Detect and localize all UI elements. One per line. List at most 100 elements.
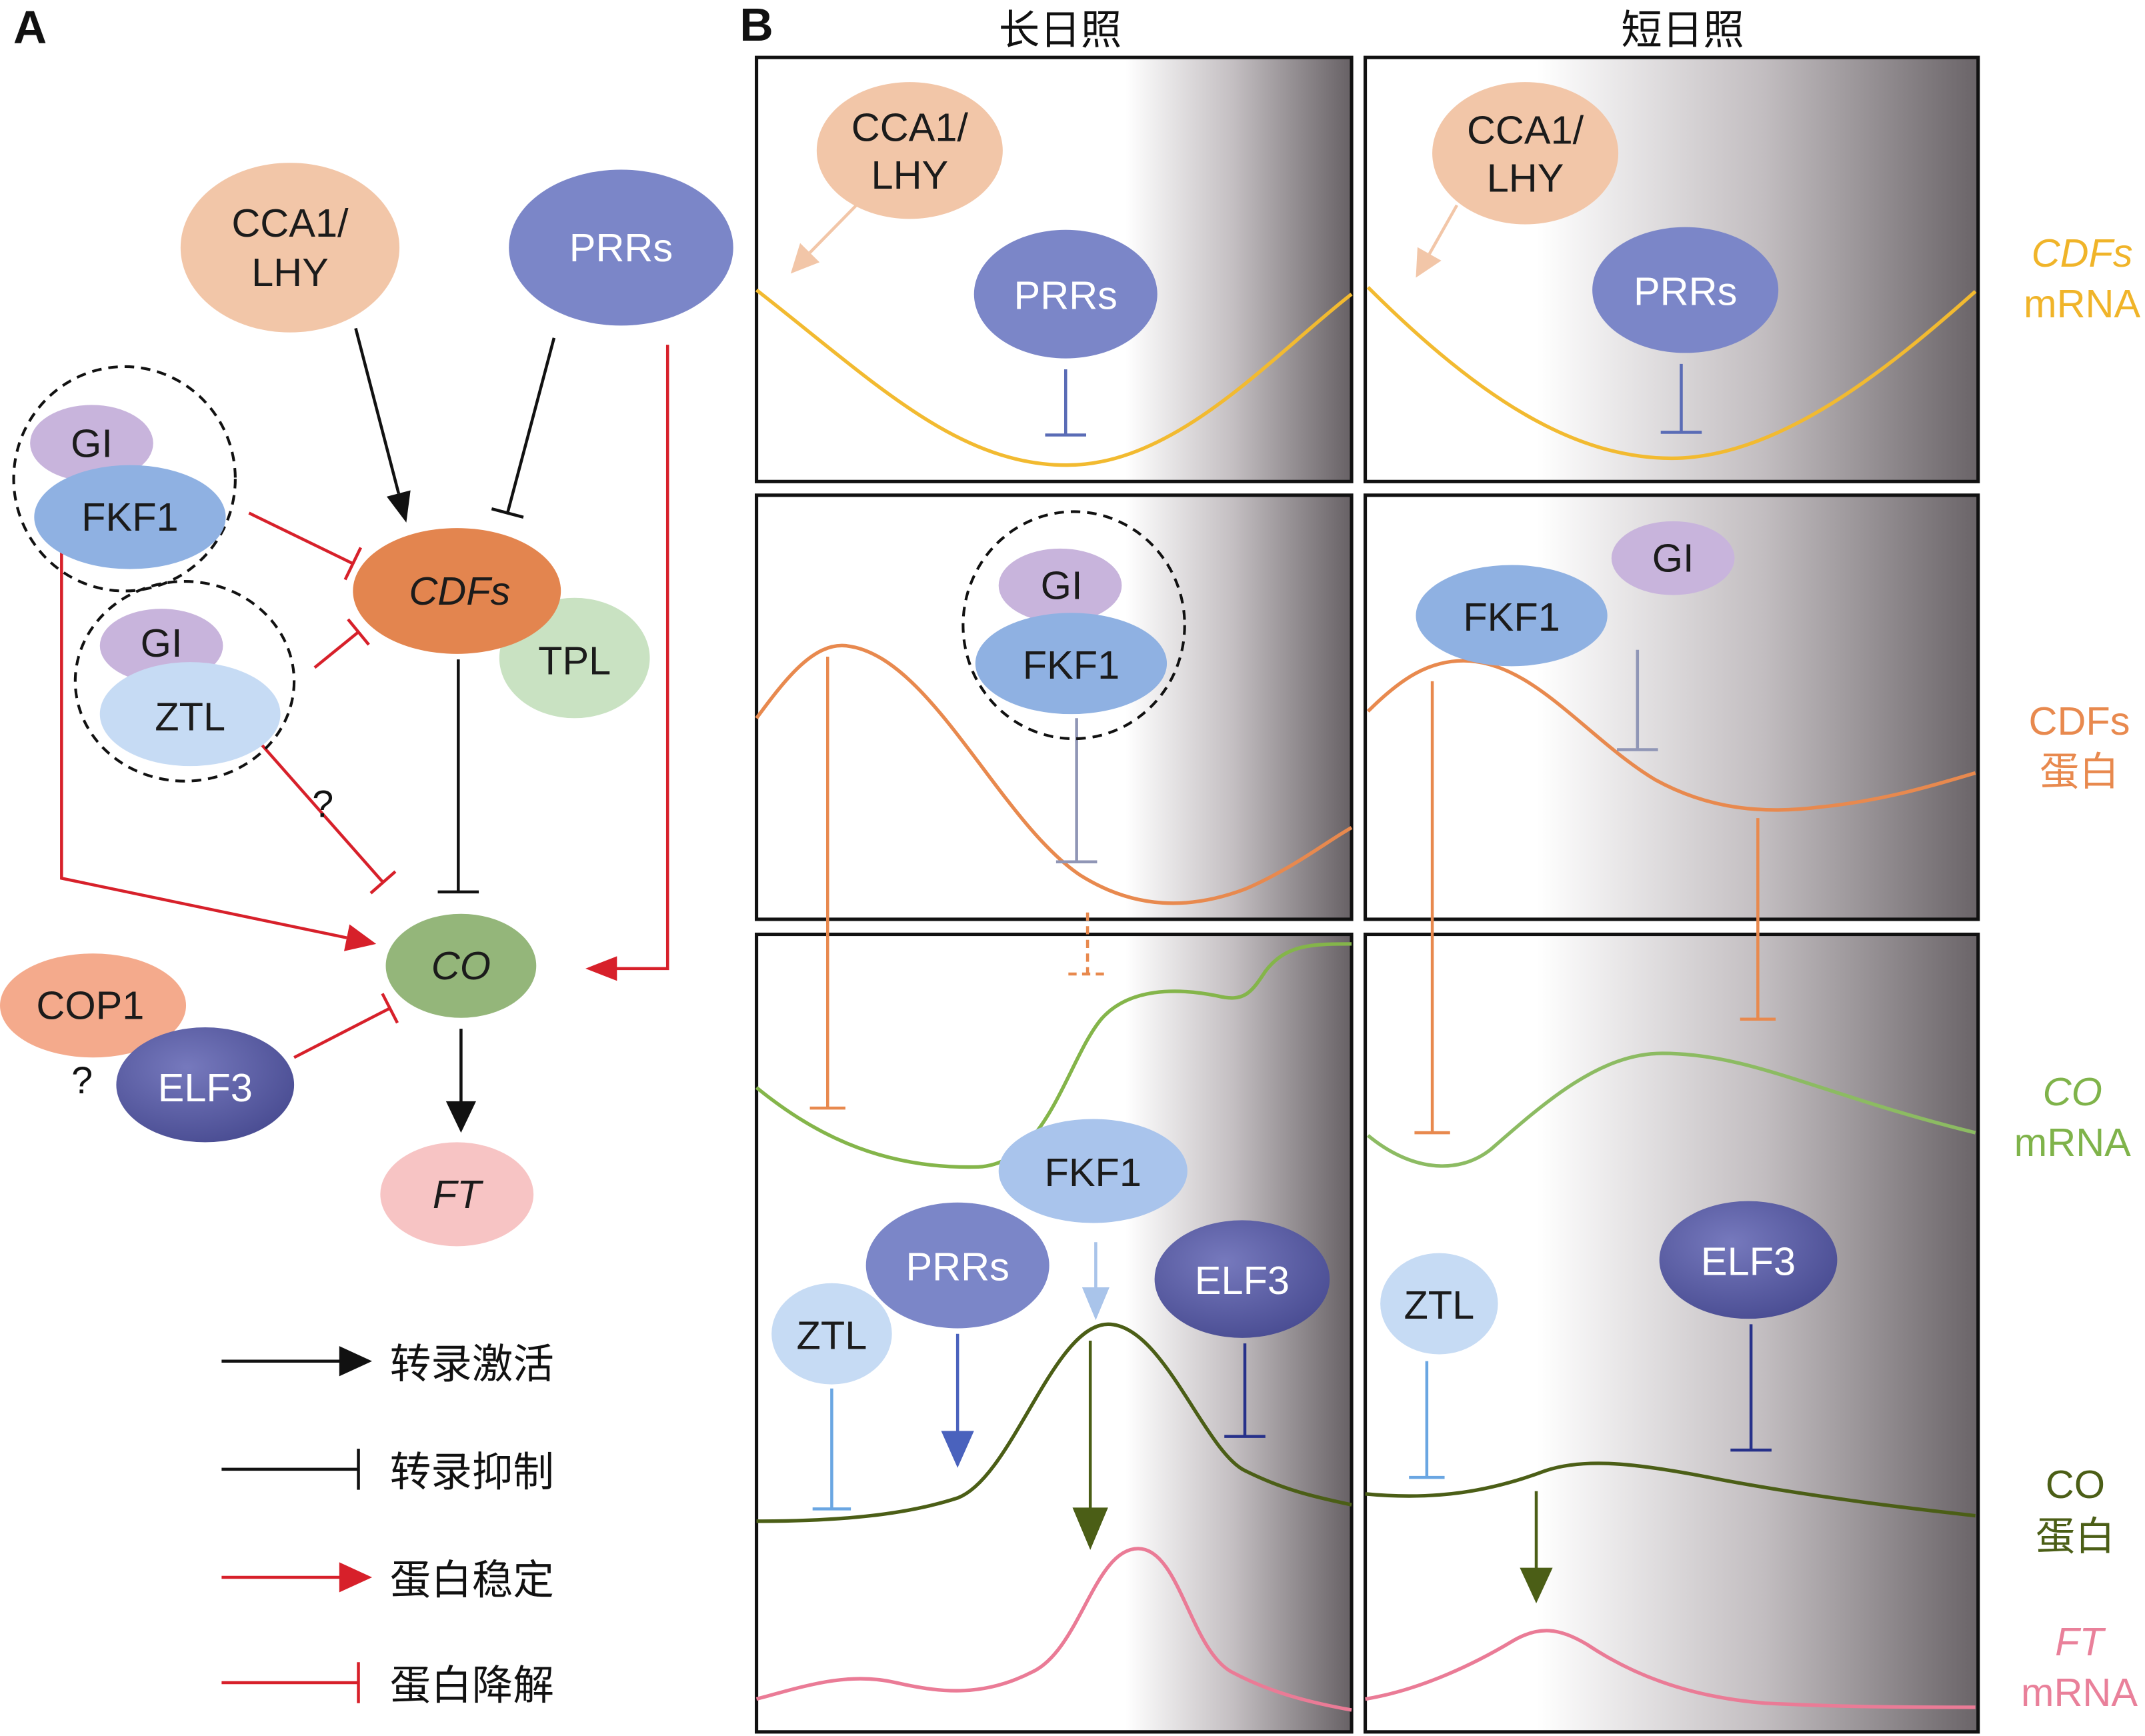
fkf1-ellipse (998, 1119, 1188, 1223)
fkf1-label: FKF1 (1023, 643, 1120, 687)
gi-fkf1-complex: GI FKF1 (12, 365, 237, 593)
repression-bar (491, 507, 524, 519)
ld-prrs-row1: PRRs (973, 229, 1158, 359)
cca1-lhy-label-line2: LHY (871, 153, 948, 197)
cop1-ellipse (0, 953, 187, 1058)
ld-prrs-row3: PRRs (865, 1202, 1049, 1329)
column-title-short-day: 短日照 (1621, 6, 1744, 54)
ztl-label: ZTL (797, 1313, 867, 1357)
cdfs-label: CDFs (409, 569, 510, 613)
node-prrs: PRRs (509, 169, 733, 326)
repression-line (505, 337, 556, 514)
ld-gi-fkf1-complex: GI FKF1 (961, 510, 1186, 741)
ztl-ellipse (99, 662, 281, 767)
cca1-lhy-label-line1: CCA1/ (231, 201, 349, 245)
track-name: CO (2046, 1462, 2105, 1507)
track-unit: 蛋白 (2036, 1514, 2115, 1559)
panel-b: B 长日照 短日照 (739, 0, 2141, 1734)
long-day-cdfs-mrna-curve (755, 288, 1353, 467)
legend-item-protein-stabilization: 蛋白稳定 (221, 1556, 554, 1604)
tpl-label: TPL (538, 639, 611, 683)
legend: 转录激活 转录抑制 蛋白稳定 蛋白降解 (221, 1340, 554, 1709)
arrowhead-icon (343, 924, 377, 951)
arrowhead-icon (790, 243, 820, 274)
prrs-ellipse (973, 229, 1158, 359)
activation-line (808, 201, 861, 254)
elf3-degrades-co (293, 993, 399, 1059)
short-day-ft-mrna-curve (1365, 1629, 1976, 1709)
prrs-stabilizes-co (585, 345, 669, 981)
cca1-lhy-ellipse (180, 163, 400, 333)
short-day-cdfs-mrna-curve (1366, 286, 1977, 461)
gi-fkf1-degrades-cdfs (248, 511, 363, 581)
track-label-cdfs-protein: CDFs 蛋白 (2029, 699, 2130, 794)
legend-item-activation: 转录激活 (221, 1340, 554, 1388)
stabilization-line (615, 345, 669, 971)
arrowhead-icon (387, 490, 411, 523)
cca1-lhy-label-line1: CCA1/ (1467, 107, 1584, 152)
node-cop1: COP1 (0, 953, 187, 1058)
cdfs-ellipse (353, 528, 561, 654)
ld-ztl-row3: ZTL (771, 1283, 892, 1385)
gi-label: GI (71, 421, 113, 465)
fkf1-stabilizes-co (60, 537, 377, 951)
elf3-label: ELF3 (158, 1065, 253, 1110)
panel-b-label: B (739, 0, 773, 51)
short-day-cdfs-protein-curve (1366, 659, 1976, 812)
cca1-lhy-label-line2: LHY (251, 250, 329, 295)
ztl-label: ZTL (155, 695, 225, 739)
co-activates-ft (445, 1029, 476, 1133)
ztl-degrades-co (249, 731, 397, 895)
degradation-line (293, 1007, 391, 1059)
ld-prrs-repression (1045, 369, 1087, 437)
arrowhead-icon (1520, 1567, 1553, 1603)
ztl-label: ZTL (1404, 1283, 1474, 1327)
ft-ellipse (380, 1142, 534, 1247)
legend-label: 蛋白降解 (390, 1661, 554, 1709)
prrs-label: PRRs (905, 1245, 1009, 1289)
arrowhead-icon (445, 1101, 476, 1133)
ld-ztl-degrades-co (812, 1388, 851, 1511)
track-label-co-mrna: CO mRNA (2014, 1069, 2131, 1165)
arrow-icon (339, 1562, 373, 1593)
legend-label: 转录激活 (390, 1340, 554, 1388)
short-day-co-mrna-curve (1366, 1051, 1976, 1168)
cdfs-represses-co (437, 659, 479, 894)
arrowhead-icon (1416, 247, 1442, 278)
track-label-ft-mrna: FT mRNA (2021, 1619, 2138, 1715)
node-elf3: ELF3 (116, 1027, 295, 1143)
degradation-bar (369, 870, 397, 895)
cca1-lhy-activates-cdfs (354, 327, 411, 523)
arrowhead-icon (585, 956, 617, 981)
prrs-label: PRRs (1014, 273, 1118, 318)
gi-ellipse (30, 405, 153, 482)
track-unit: mRNA (2014, 1120, 2131, 1165)
activation-line (1428, 204, 1458, 255)
prrs-ellipse (1592, 227, 1779, 353)
ld-cca1-lhy: CCA1/ LHY (816, 82, 1003, 219)
degradation-line (249, 731, 385, 884)
short-day-cdfs-protein-box (1363, 493, 1980, 921)
complex-dashed-circle (73, 580, 296, 783)
sd-cdfs-represses-co-early (1414, 681, 1450, 1135)
prrs-represses-cdfs (491, 337, 556, 519)
co-ellipse (385, 913, 537, 1018)
sd-fkf1-row2: FKF1 (1416, 565, 1608, 667)
degradation-bar (381, 993, 399, 1024)
gi-ellipse (1611, 521, 1735, 595)
sd-prrs-row1: PRRs (1592, 227, 1779, 353)
sd-prrs-repression (1660, 363, 1702, 434)
fkf1-ellipse (34, 465, 226, 569)
degradation-line (248, 511, 354, 565)
sd-co-activates-ft (1520, 1491, 1553, 1603)
degradation-line (313, 631, 359, 669)
co-label: CO (431, 943, 491, 988)
gi-ztl-complex: GI ZTL (73, 580, 296, 783)
complex-dashed-circle (961, 510, 1186, 741)
degradation-bar (347, 618, 370, 646)
elf3-ellipse (1154, 1220, 1330, 1338)
prrs-ellipse (509, 169, 733, 326)
elf3-ellipse (1659, 1201, 1838, 1319)
stabilization-line (60, 537, 347, 939)
